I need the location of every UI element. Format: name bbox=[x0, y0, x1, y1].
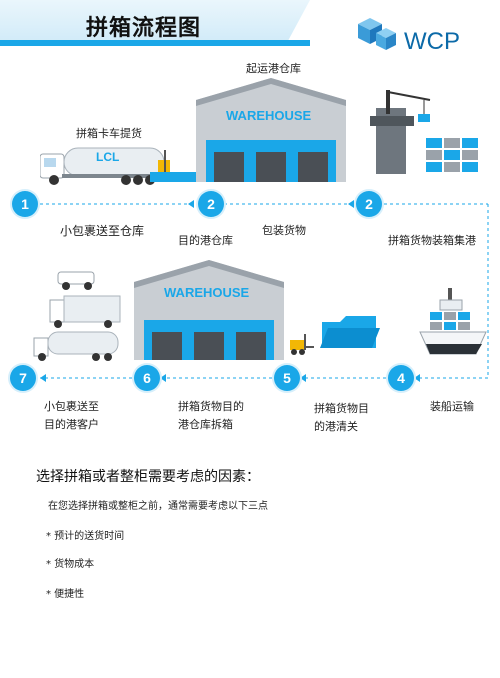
considerations-intro: 在您选择拼箱或整柜之前，通常需要考虑以下三点 bbox=[48, 501, 268, 512]
step-2b-badge: 2 bbox=[356, 191, 382, 217]
cargo-ship-illustration bbox=[419, 288, 487, 355]
step-6-line-1: 拼箱货物目的 bbox=[178, 400, 244, 413]
step-5-label: 拼箱货物目 的港清关 bbox=[314, 400, 369, 436]
step-7-line-1: 小包裹送至 bbox=[44, 400, 99, 413]
step-6-line-2: 港仓库拆箱 bbox=[178, 418, 233, 431]
step-2-badge: 2 bbox=[198, 191, 224, 217]
considerations-title: 选择拼箱或者整柜需要考虑的因素： bbox=[36, 469, 260, 485]
delivery-vehicles-illustration bbox=[33, 271, 121, 361]
flow-connector bbox=[40, 200, 489, 382]
warehouse-origin-illustration bbox=[196, 78, 346, 182]
port-crane-containers-illustration bbox=[370, 90, 478, 174]
step-1-label: 小包裹送至仓库 bbox=[60, 224, 145, 238]
truck-pickup-label: 拼箱卡车提货 bbox=[76, 127, 142, 140]
step-4-badge: 4 bbox=[388, 365, 414, 391]
logo-text: WCP bbox=[404, 28, 460, 55]
step-4-label: 装船运输 bbox=[430, 400, 474, 413]
warehouse-sign-top: WAREHOUSE bbox=[226, 108, 312, 123]
origin-warehouse-label: 起运港仓库 bbox=[246, 62, 301, 75]
consideration-item-delivery-time: * 预计的送货时间 bbox=[46, 531, 125, 542]
cube-icon bbox=[358, 18, 396, 50]
step-6-label: 拼箱货物目的 港仓库拆箱 bbox=[178, 398, 244, 434]
page-title: 拼箱流程图 bbox=[86, 16, 202, 41]
consideration-item-cost: * 货物成本 bbox=[46, 559, 95, 570]
folder-icon bbox=[320, 316, 380, 348]
step-6-badge: 6 bbox=[134, 365, 160, 391]
step-5-badge: 5 bbox=[274, 365, 300, 391]
warehouse-sign-bottom: WAREHOUSE bbox=[164, 285, 250, 300]
step-5-line-2: 的港清关 bbox=[314, 420, 358, 433]
packing-label: 包装货物 bbox=[262, 224, 306, 237]
step-7-line-2: 目的港客户 bbox=[44, 418, 99, 431]
step-1-badge: 1 bbox=[12, 191, 38, 217]
header-banner bbox=[0, 0, 310, 46]
dock-ramp bbox=[150, 172, 202, 182]
forklift-icon bbox=[290, 334, 314, 355]
step-2-label: 目的港仓库 bbox=[178, 234, 233, 247]
step-7-badge: 7 bbox=[10, 365, 36, 391]
consideration-item-convenience: * 便捷性 bbox=[46, 589, 85, 600]
warehouse-destination-illustration bbox=[134, 260, 284, 360]
lcl-badge: LCL bbox=[96, 150, 120, 164]
step-7-label: 小包裹送至 目的港客户 bbox=[44, 398, 99, 434]
step-2b-label: 拼箱货物装箱集港 bbox=[388, 234, 476, 247]
lcl-truck-illustration bbox=[40, 147, 170, 185]
header-stripe bbox=[0, 40, 310, 46]
step-5-line-1: 拼箱货物目 bbox=[314, 402, 369, 415]
